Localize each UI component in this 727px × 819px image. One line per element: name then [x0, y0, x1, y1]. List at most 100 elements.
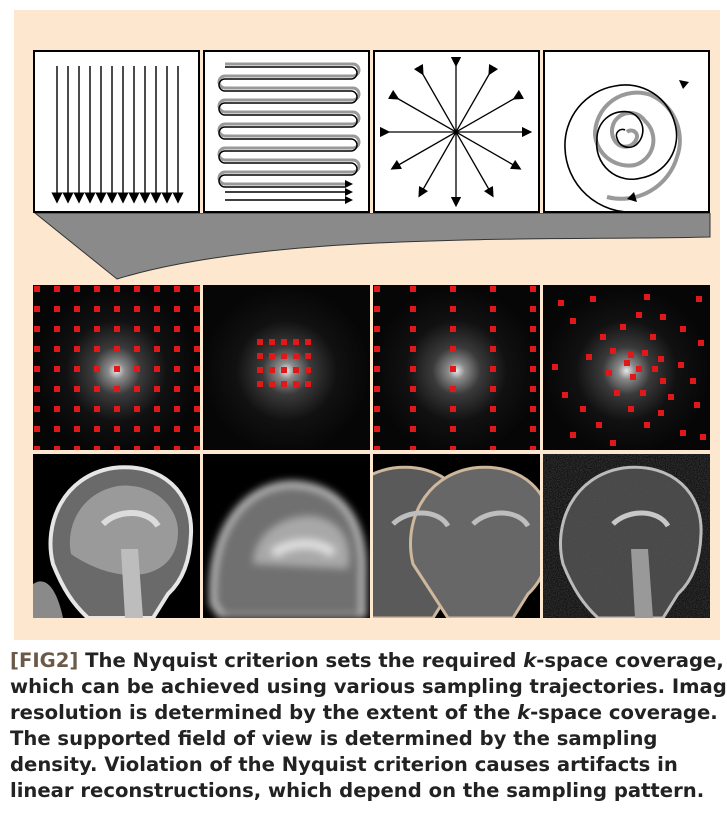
sample-marker	[374, 286, 380, 292]
sample-marker	[640, 390, 646, 396]
sample-marker-grid	[34, 286, 200, 450]
sample-marker	[642, 350, 648, 356]
sample-marker	[54, 306, 60, 312]
reconstruction-noisy-image	[543, 454, 710, 618]
sample-marker	[658, 410, 664, 416]
sample-marker	[134, 446, 140, 450]
sample-marker	[114, 286, 120, 292]
sample-marker	[54, 346, 60, 352]
sample-marker	[257, 381, 263, 387]
sample-marker	[74, 446, 80, 450]
sample-marker	[34, 306, 40, 312]
sample-marker	[114, 326, 120, 332]
parallel-arrows-icon	[51, 66, 184, 204]
caption-line-5: density. Violation of the Nyquist criter…	[10, 753, 678, 776]
sample-marker	[305, 353, 311, 359]
sample-marker	[134, 406, 140, 412]
sample-marker	[74, 346, 80, 352]
sample-marker	[636, 312, 642, 318]
sample-marker	[570, 432, 576, 438]
sample-marker	[450, 326, 456, 332]
sample-marker	[678, 362, 684, 368]
caption-line-6: linear reconstructions, which depend on …	[10, 779, 705, 802]
sample-marker	[590, 296, 596, 302]
sample-marker	[114, 346, 120, 352]
sample-marker	[570, 318, 576, 324]
sample-marker	[636, 366, 642, 372]
sample-marker	[154, 326, 160, 332]
sample-marker	[114, 406, 120, 412]
sample-marker	[410, 406, 416, 412]
sample-marker	[174, 426, 180, 432]
sample-marker	[620, 324, 626, 330]
sample-marker-grid	[374, 286, 536, 450]
sample-marker	[305, 381, 311, 387]
sample-marker	[490, 386, 496, 392]
sample-marker	[410, 306, 416, 312]
sample-marker	[690, 378, 696, 384]
sample-marker	[74, 286, 80, 292]
sample-marker	[374, 446, 380, 450]
sample-marker	[293, 339, 299, 345]
sample-marker	[628, 352, 634, 358]
kspace-full-grid-image	[33, 285, 200, 450]
sample-marker	[94, 326, 100, 332]
sample-marker	[530, 286, 536, 292]
sample-marker	[624, 360, 630, 366]
sample-marker	[374, 426, 380, 432]
sample-marker	[174, 306, 180, 312]
radial-arrows-icon	[379, 56, 533, 208]
sample-marker	[174, 366, 180, 372]
sample-marker	[700, 434, 706, 440]
sample-marker	[269, 381, 275, 387]
sample-marker	[490, 286, 496, 292]
sample-marker	[34, 426, 40, 432]
sample-marker	[374, 386, 380, 392]
sample-marker	[374, 306, 380, 312]
sample-marker	[194, 326, 200, 332]
sample-marker	[668, 394, 674, 400]
sample-marker	[281, 339, 287, 345]
sample-marker	[134, 366, 140, 372]
brain-sagittal-image	[33, 465, 194, 618]
sample-marker	[450, 366, 456, 372]
sample-marker	[490, 446, 496, 450]
sample-marker	[269, 367, 275, 373]
sample-marker	[174, 346, 180, 352]
brain-sagittal-image	[543, 454, 710, 618]
sample-marker	[269, 353, 275, 359]
sample-marker	[610, 348, 616, 354]
sample-marker	[630, 374, 636, 380]
figure-caption: [FIG2] The Nyquist criterion sets the re…	[10, 648, 727, 804]
sample-marker	[644, 422, 650, 428]
sample-marker	[154, 386, 160, 392]
sample-marker	[54, 386, 60, 392]
sample-marker	[174, 406, 180, 412]
sample-marker	[34, 326, 40, 332]
sample-marker	[530, 426, 536, 432]
sample-marker	[606, 370, 612, 376]
sample-marker	[74, 306, 80, 312]
sample-marker	[410, 386, 416, 392]
sample-marker	[174, 446, 180, 450]
trajectory-epi-panel	[203, 50, 370, 213]
sample-marker	[410, 426, 416, 432]
sample-marker	[450, 386, 456, 392]
sample-marker	[530, 346, 536, 352]
sample-marker	[114, 426, 120, 432]
sample-marker	[54, 326, 60, 332]
sample-marker	[194, 346, 200, 352]
sample-marker	[194, 286, 200, 292]
caption-line-1: [FIG2] The Nyquist criterion sets the re…	[10, 649, 724, 672]
sample-marker	[194, 386, 200, 392]
sample-marker	[410, 346, 416, 352]
sample-marker	[94, 446, 100, 450]
sample-marker	[257, 339, 263, 345]
sample-marker	[698, 340, 704, 346]
sample-marker	[652, 366, 658, 372]
sample-marker	[530, 306, 536, 312]
sample-marker	[293, 353, 299, 359]
sample-marker	[154, 306, 160, 312]
sample-marker	[450, 286, 456, 292]
sample-marker	[54, 426, 60, 432]
